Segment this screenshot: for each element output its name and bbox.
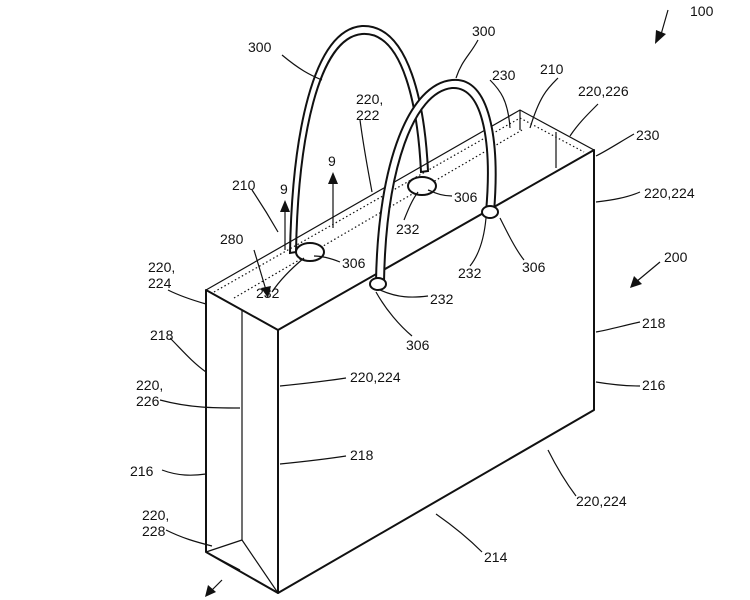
label-9-left: 9 [280, 181, 288, 197]
label-220-228-line2: 228 [142, 523, 166, 539]
label-210-left: 210 [232, 177, 256, 193]
label-216-right: 216 [642, 377, 666, 393]
label-220-224-left-line1: 220, [148, 259, 175, 275]
label-220-226-left-line1: 220, [136, 377, 163, 393]
label-218-left: 218 [150, 327, 174, 343]
label-218-right: 218 [642, 315, 666, 331]
label-9-right: 9 [328, 153, 336, 169]
label-220-226-left-line2: 226 [136, 393, 160, 409]
label-214: 214 [484, 549, 508, 565]
label-230-top: 230 [492, 67, 516, 83]
label-306-a: 306 [342, 255, 366, 271]
label-232-a: 232 [256, 285, 280, 301]
label-306-c: 306 [522, 259, 546, 275]
label-216-left: 216 [130, 463, 154, 479]
label-306-b: 306 [454, 189, 478, 205]
label-220-224-left-line2: 224 [148, 275, 172, 291]
label-100: 100 [690, 3, 714, 19]
label-220-228-line1: 220, [142, 507, 169, 523]
label-220-222-line2: 222 [356, 107, 380, 123]
label-230-right: 230 [636, 127, 660, 143]
label-280: 280 [220, 231, 244, 247]
label-232-c: 232 [458, 265, 482, 281]
label-306-d: 306 [406, 337, 430, 353]
label-218-center: 218 [350, 447, 374, 463]
label-220-222-line1: 220, [356, 91, 383, 107]
label-220-224-center: 220,224 [350, 369, 401, 385]
label-220-224-bottom: 220,224 [576, 493, 627, 509]
label-232-d: 232 [430, 291, 454, 307]
leader-lines [159, 39, 641, 553]
section-arrows [205, 9, 669, 597]
label-232-b: 232 [396, 221, 420, 237]
label-200: 200 [664, 249, 688, 265]
label-300-right: 300 [472, 23, 496, 39]
label-220-226-top: 220,226 [578, 83, 629, 99]
back-handle [288, 24, 430, 255]
label-220-224-right: 220,224 [644, 185, 695, 201]
label-300-left: 300 [248, 39, 272, 55]
reference-labels: 100 200 300 300 230 230 210 210 220,226 … [130, 3, 714, 565]
label-210-right: 210 [540, 61, 564, 77]
